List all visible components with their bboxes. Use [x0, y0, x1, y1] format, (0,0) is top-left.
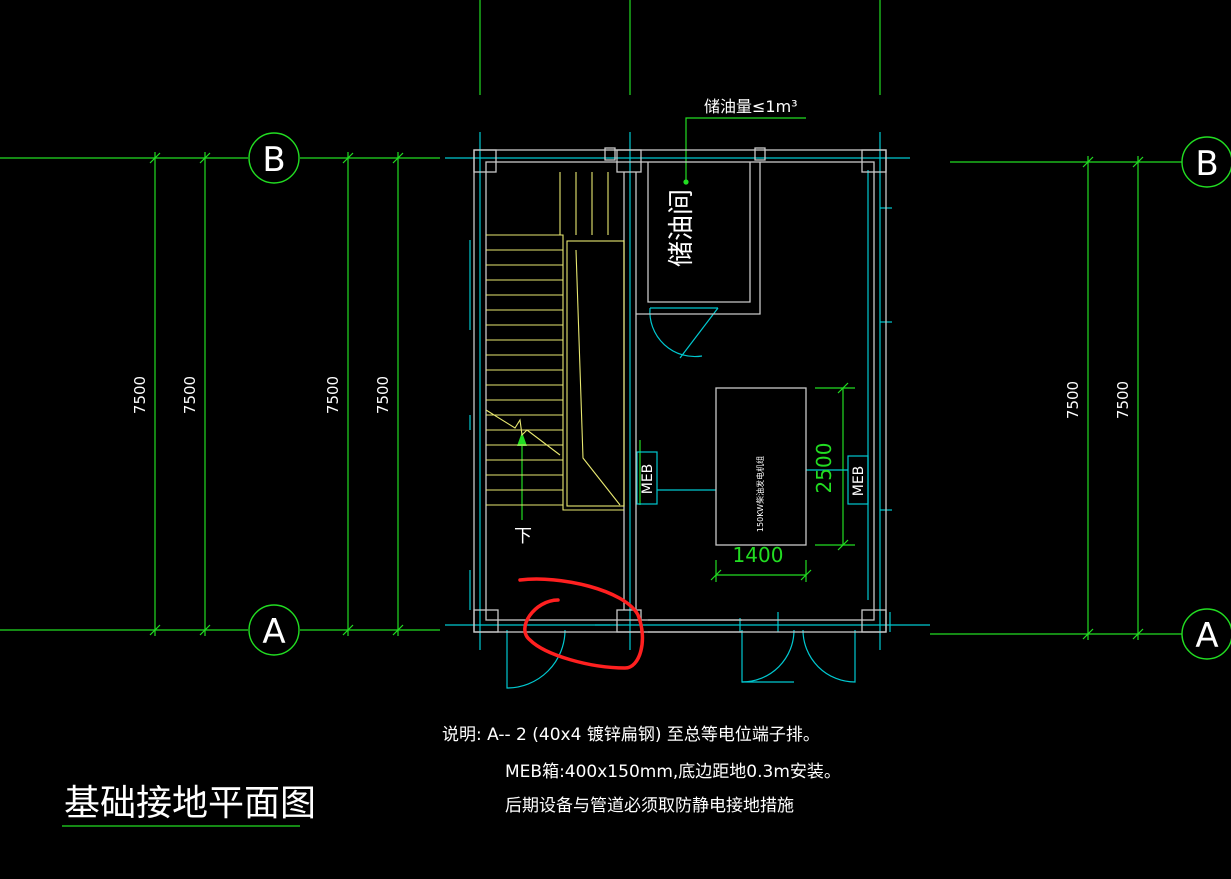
- axis-label-b-left: B: [262, 140, 285, 180]
- dim-7500-2: 7500: [181, 376, 199, 414]
- down-arrow-icon: [517, 432, 527, 446]
- note-line-3: 后期设备与管道必须取防静电接地措施: [505, 796, 794, 816]
- note-line-2: MEB箱:400x150mm,底边距地0.3m安装。: [505, 762, 841, 782]
- drawing-title: 基础接地平面图: [64, 783, 316, 824]
- dim-2500: 2500: [812, 443, 836, 494]
- stair: [485, 172, 625, 511]
- generator-label: 150KW柴油发电机组: [755, 456, 765, 532]
- axis-label-b-right: B: [1195, 144, 1218, 184]
- dim-7500-1: 7500: [131, 376, 149, 414]
- dim-7500-5: 7500: [1064, 381, 1082, 419]
- axis-label-a-left: A: [262, 612, 285, 652]
- dim-7500-3: 7500: [324, 376, 342, 414]
- dim-7500-4: 7500: [374, 376, 392, 414]
- dim-1400: 1400: [733, 543, 784, 567]
- note-line-1: 说明: A-- 2 (40x4 镀锌扁钢) 至总等电位端子排。: [442, 725, 820, 745]
- oil-limit-text: 储油量≤1m³: [704, 97, 798, 116]
- dimension-ticks: [149, 152, 1144, 640]
- dimension-lines: [0, 0, 1182, 827]
- stair-down-label: 下: [514, 526, 532, 547]
- red-annotation-circle: [518, 577, 645, 670]
- meb-label-right: MEB: [851, 466, 867, 497]
- dim-7500-6: 7500: [1114, 381, 1132, 419]
- oil-room-label: 储油间: [667, 189, 697, 267]
- meb-label-left: MEB: [640, 464, 656, 495]
- axis-label-a-right: A: [1195, 616, 1218, 656]
- axis-bubbles[interactable]: [248, 132, 1231, 660]
